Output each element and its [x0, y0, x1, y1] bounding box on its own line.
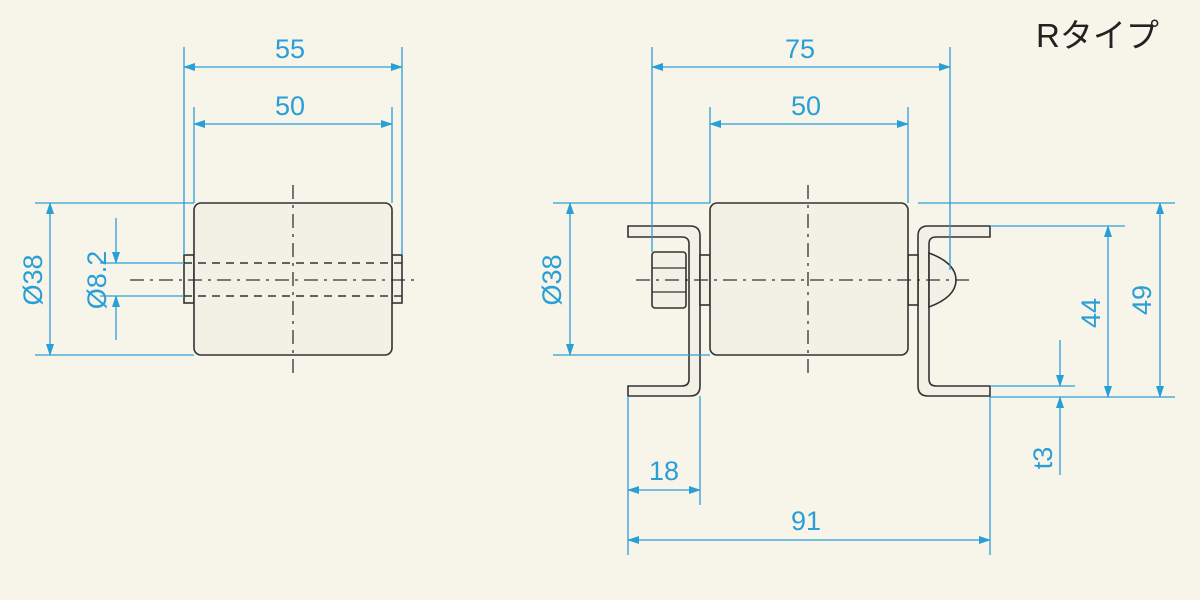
dim-text-55: 55	[275, 34, 305, 64]
dim-text-18: 18	[649, 456, 679, 486]
right-view: 75 50 Ø38 44 49 t3 18 91	[537, 34, 1175, 555]
dim-text-t3: t3	[1028, 447, 1058, 470]
dim-text-diameter-38: Ø38	[537, 254, 567, 305]
dim-text-91: 91	[791, 506, 821, 536]
dim-text-49: 49	[1127, 285, 1157, 315]
bracket-left	[627, 225, 701, 397]
dim-text-44: 44	[1076, 298, 1106, 328]
dim-text-75: 75	[785, 34, 815, 64]
drawing-title: Rタイプ	[1036, 17, 1159, 54]
dim-text-diameter-8-2: Ø8.2	[82, 251, 112, 310]
dim-text-diameter-38: Ø38	[18, 254, 48, 305]
bracket-right	[917, 225, 991, 397]
roller-body	[709, 202, 909, 356]
left-view: 55 50 Ø38 Ø8.2	[18, 34, 420, 375]
dim-text-50: 50	[791, 91, 821, 121]
dim-text-50: 50	[275, 91, 305, 121]
